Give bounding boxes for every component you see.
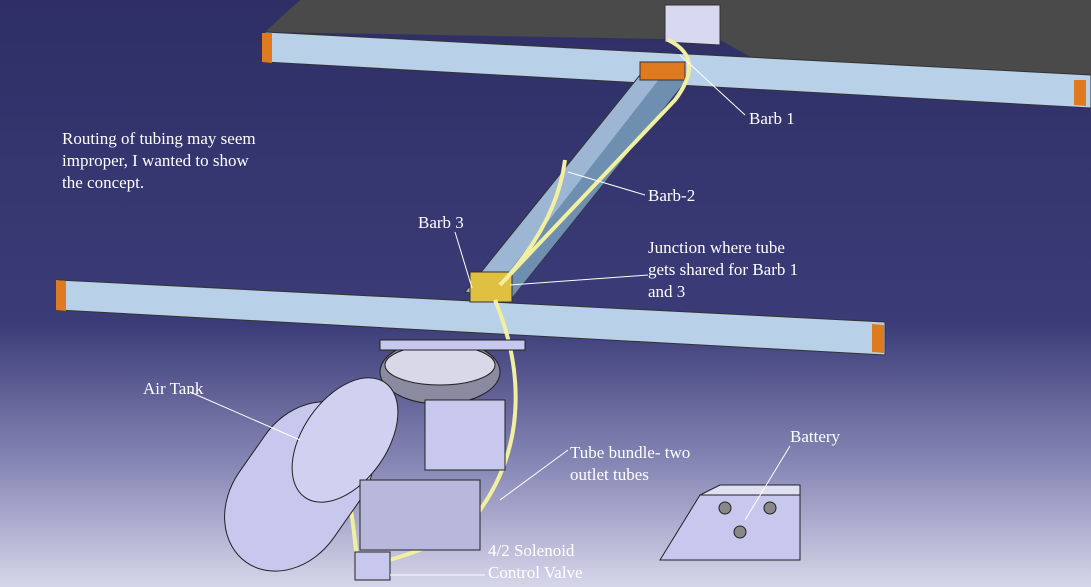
routing-note: Routing of tubing may seem improper, I w…: [62, 129, 256, 192]
lower-crossbar-cap-left: [56, 280, 66, 311]
tube-barb1: [498, 38, 692, 287]
top-crossbar-cap-left: [262, 33, 272, 63]
mount-base: [359, 479, 481, 551]
leader-barb3: [454, 231, 473, 289]
leader-junction: [509, 274, 649, 286]
leader-tube-bundle: [499, 449, 569, 501]
leader-battery: [744, 445, 791, 521]
gear-top: [384, 344, 496, 386]
battery-terminal-1: [718, 501, 732, 515]
upper-bracket: [639, 61, 686, 81]
battery-terminal-2: [763, 501, 777, 515]
air-tank-end: [291, 377, 399, 503]
solenoid-valve: [354, 551, 391, 581]
tube-bundle: [359, 299, 518, 572]
battery-top: [699, 484, 801, 496]
tube-barb2: [503, 159, 567, 282]
label-barb3: Barb 3: [418, 213, 464, 232]
leader-barb1: [679, 54, 746, 116]
top-post: [664, 4, 721, 46]
lower-crossbar-cap-right: [872, 324, 884, 353]
label-air-tank: Air Tank: [143, 379, 204, 398]
label-tube-bundle: Tube bundle- two outlet tubes: [570, 443, 691, 484]
top-crossbar-cap-right: [1074, 80, 1086, 106]
gear-bracket: [379, 339, 526, 351]
label-solenoid-line1: 4/2 Solenoid: [488, 541, 575, 560]
label-barb1: Barb 1: [749, 109, 795, 128]
motor-housing: [424, 399, 506, 471]
label-solenoid-line2: Control Valve: [488, 563, 583, 582]
battery-terminal-3: [733, 525, 747, 539]
leader-air-tank: [189, 391, 301, 441]
label-barb2: Barb-2: [648, 186, 696, 205]
label-junction: Junction where tube gets shared for Barb…: [648, 238, 799, 301]
leader-barb2: [567, 171, 646, 196]
label-battery: Battery: [790, 427, 841, 446]
